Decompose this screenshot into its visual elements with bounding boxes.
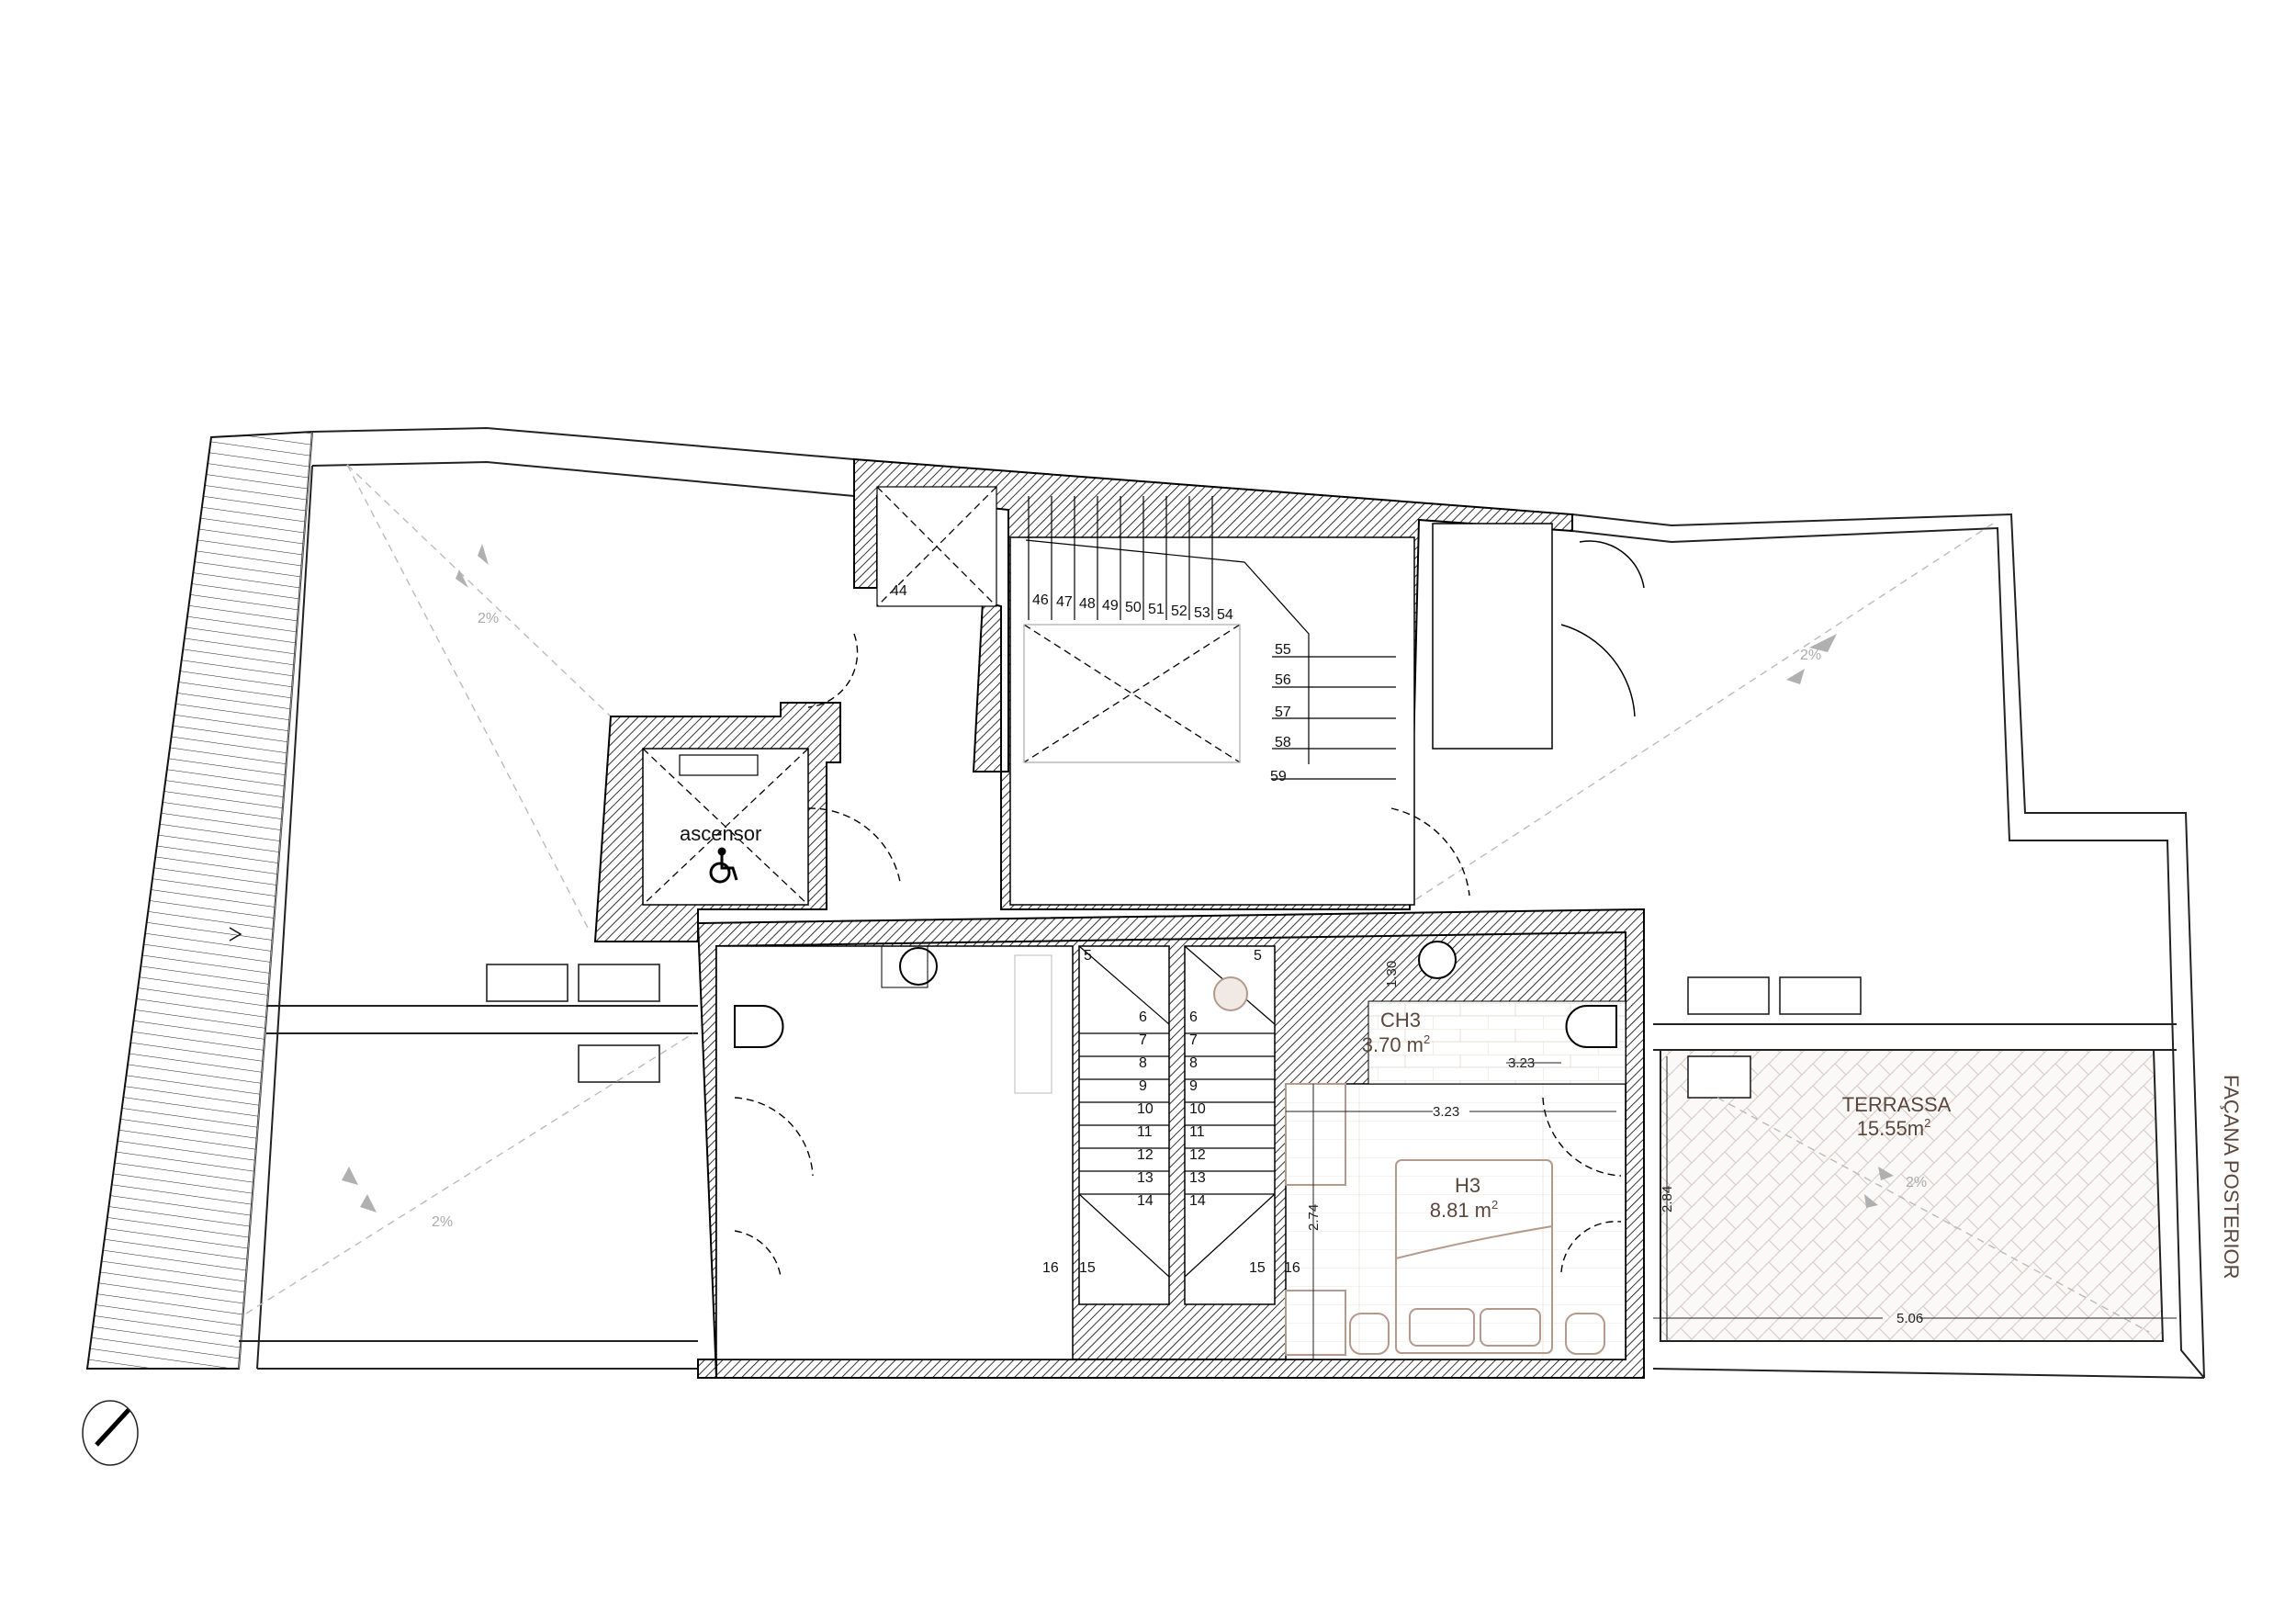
svg-text:10: 10 [1137, 1101, 1154, 1117]
room-h3-area: 8.81 m2 [1430, 1198, 1499, 1222]
svg-text:14: 14 [1137, 1193, 1154, 1209]
svg-text:10: 10 [1189, 1101, 1206, 1117]
svg-text:15: 15 [1249, 1260, 1266, 1276]
slope-arrows [342, 544, 1894, 1212]
svg-text:7: 7 [1189, 1032, 1198, 1048]
step-44: 44 [891, 583, 907, 599]
svg-text:16: 16 [1284, 1260, 1300, 1276]
svg-text:50: 50 [1125, 600, 1142, 615]
svg-text:3.23: 3.23 [1508, 1055, 1535, 1071]
arrow-icon [229, 927, 242, 942]
slope-lines [245, 464, 2150, 1333]
doors [734, 633, 1622, 1278]
svg-text:52: 52 [1171, 603, 1187, 619]
svg-text:47: 47 [1056, 594, 1073, 610]
roof-strip [85, 430, 314, 1370]
svg-text:51: 51 [1148, 602, 1165, 617]
svg-text:8: 8 [1189, 1055, 1198, 1071]
svg-text:54: 54 [1217, 607, 1233, 623]
upper-stair-treads [1025, 496, 1396, 780]
svg-text:2%: 2% [1800, 648, 1821, 663]
lower-right-stair-numbers: 5 6 7 8 9 10 11 12 13 14 15 16 [1189, 948, 1300, 1276]
svg-text:12: 12 [1189, 1147, 1206, 1163]
svg-text:6: 6 [1189, 1009, 1198, 1025]
slope-labels: 2% 2% 2% 2% [432, 611, 1927, 1230]
svg-text:46: 46 [1032, 592, 1049, 608]
svg-text:11: 11 [1189, 1124, 1205, 1140]
fixtures-left [734, 945, 938, 1048]
fixtures-ch3 [1418, 941, 1617, 1048]
room-ch3-name: CH3 [1380, 1009, 1421, 1032]
north-arrow-icon [82, 1400, 139, 1466]
svg-text:59: 59 [1270, 769, 1287, 784]
facade-label: FAÇANA POSTERIOR [2220, 1075, 2243, 1280]
svg-text:2%: 2% [432, 1214, 453, 1230]
roof-units [486, 964, 1862, 1083]
svg-text:5: 5 [1254, 948, 1262, 964]
svg-text:6: 6 [1139, 1009, 1147, 1025]
upper-stair-numbers: 46 47 48 49 50 51 52 53 54 55 56 57 58 5… [1032, 592, 1291, 784]
svg-text:2.84: 2.84 [1660, 1186, 1675, 1212]
furniture [1213, 976, 1605, 1356]
lower-left-stair-numbers: 5 6 7 8 9 10 11 12 13 14 16 15 [1042, 948, 1154, 1276]
svg-text:9: 9 [1139, 1078, 1147, 1094]
svg-text:53: 53 [1194, 605, 1210, 621]
terrace-floor [1660, 1049, 2165, 1342]
dimensions: 3.23 3.23 5.06 2.74 2.84 1.30 [1286, 961, 2177, 1359]
svg-text:13: 13 [1137, 1170, 1154, 1186]
svg-text:14: 14 [1189, 1193, 1206, 1209]
svg-text:2.74: 2.74 [1306, 1204, 1322, 1231]
shaft-x [642, 486, 1241, 906]
svg-text:7: 7 [1139, 1032, 1147, 1048]
lower-stair-treads [1078, 945, 1276, 1278]
svg-text:8: 8 [1139, 1055, 1147, 1071]
svg-text:48: 48 [1079, 596, 1096, 612]
svg-text:5.06: 5.06 [1896, 1311, 1923, 1326]
svg-text:1.30: 1.30 [1384, 961, 1400, 987]
svg-text:15: 15 [1079, 1260, 1096, 1276]
svg-text:56: 56 [1275, 672, 1291, 688]
terrace-doors [1560, 540, 1645, 717]
svg-text:2%: 2% [1906, 1175, 1927, 1190]
svg-text:16: 16 [1042, 1260, 1059, 1276]
wheelchair-icon [709, 847, 738, 884]
svg-text:12: 12 [1137, 1147, 1154, 1163]
svg-text:58: 58 [1275, 735, 1291, 750]
svg-text:57: 57 [1275, 705, 1291, 720]
room-h3-name: H3 [1455, 1174, 1480, 1197]
svg-text:55: 55 [1275, 642, 1291, 658]
svg-text:13: 13 [1189, 1170, 1206, 1186]
room-ch3-area: 3.70 m2 [1362, 1032, 1431, 1056]
svg-text:5: 5 [1084, 948, 1092, 964]
svg-text:49: 49 [1102, 598, 1119, 614]
elevator-label: ascensor [680, 822, 761, 845]
room-terrassa-area: 15.55m2 [1857, 1116, 1931, 1140]
svg-text:9: 9 [1189, 1078, 1198, 1094]
svg-text:11: 11 [1137, 1124, 1153, 1140]
svg-text:2%: 2% [478, 611, 499, 626]
room-terrassa-name: TERRASSA [1842, 1093, 1952, 1116]
svg-text:3.23: 3.23 [1433, 1104, 1459, 1120]
